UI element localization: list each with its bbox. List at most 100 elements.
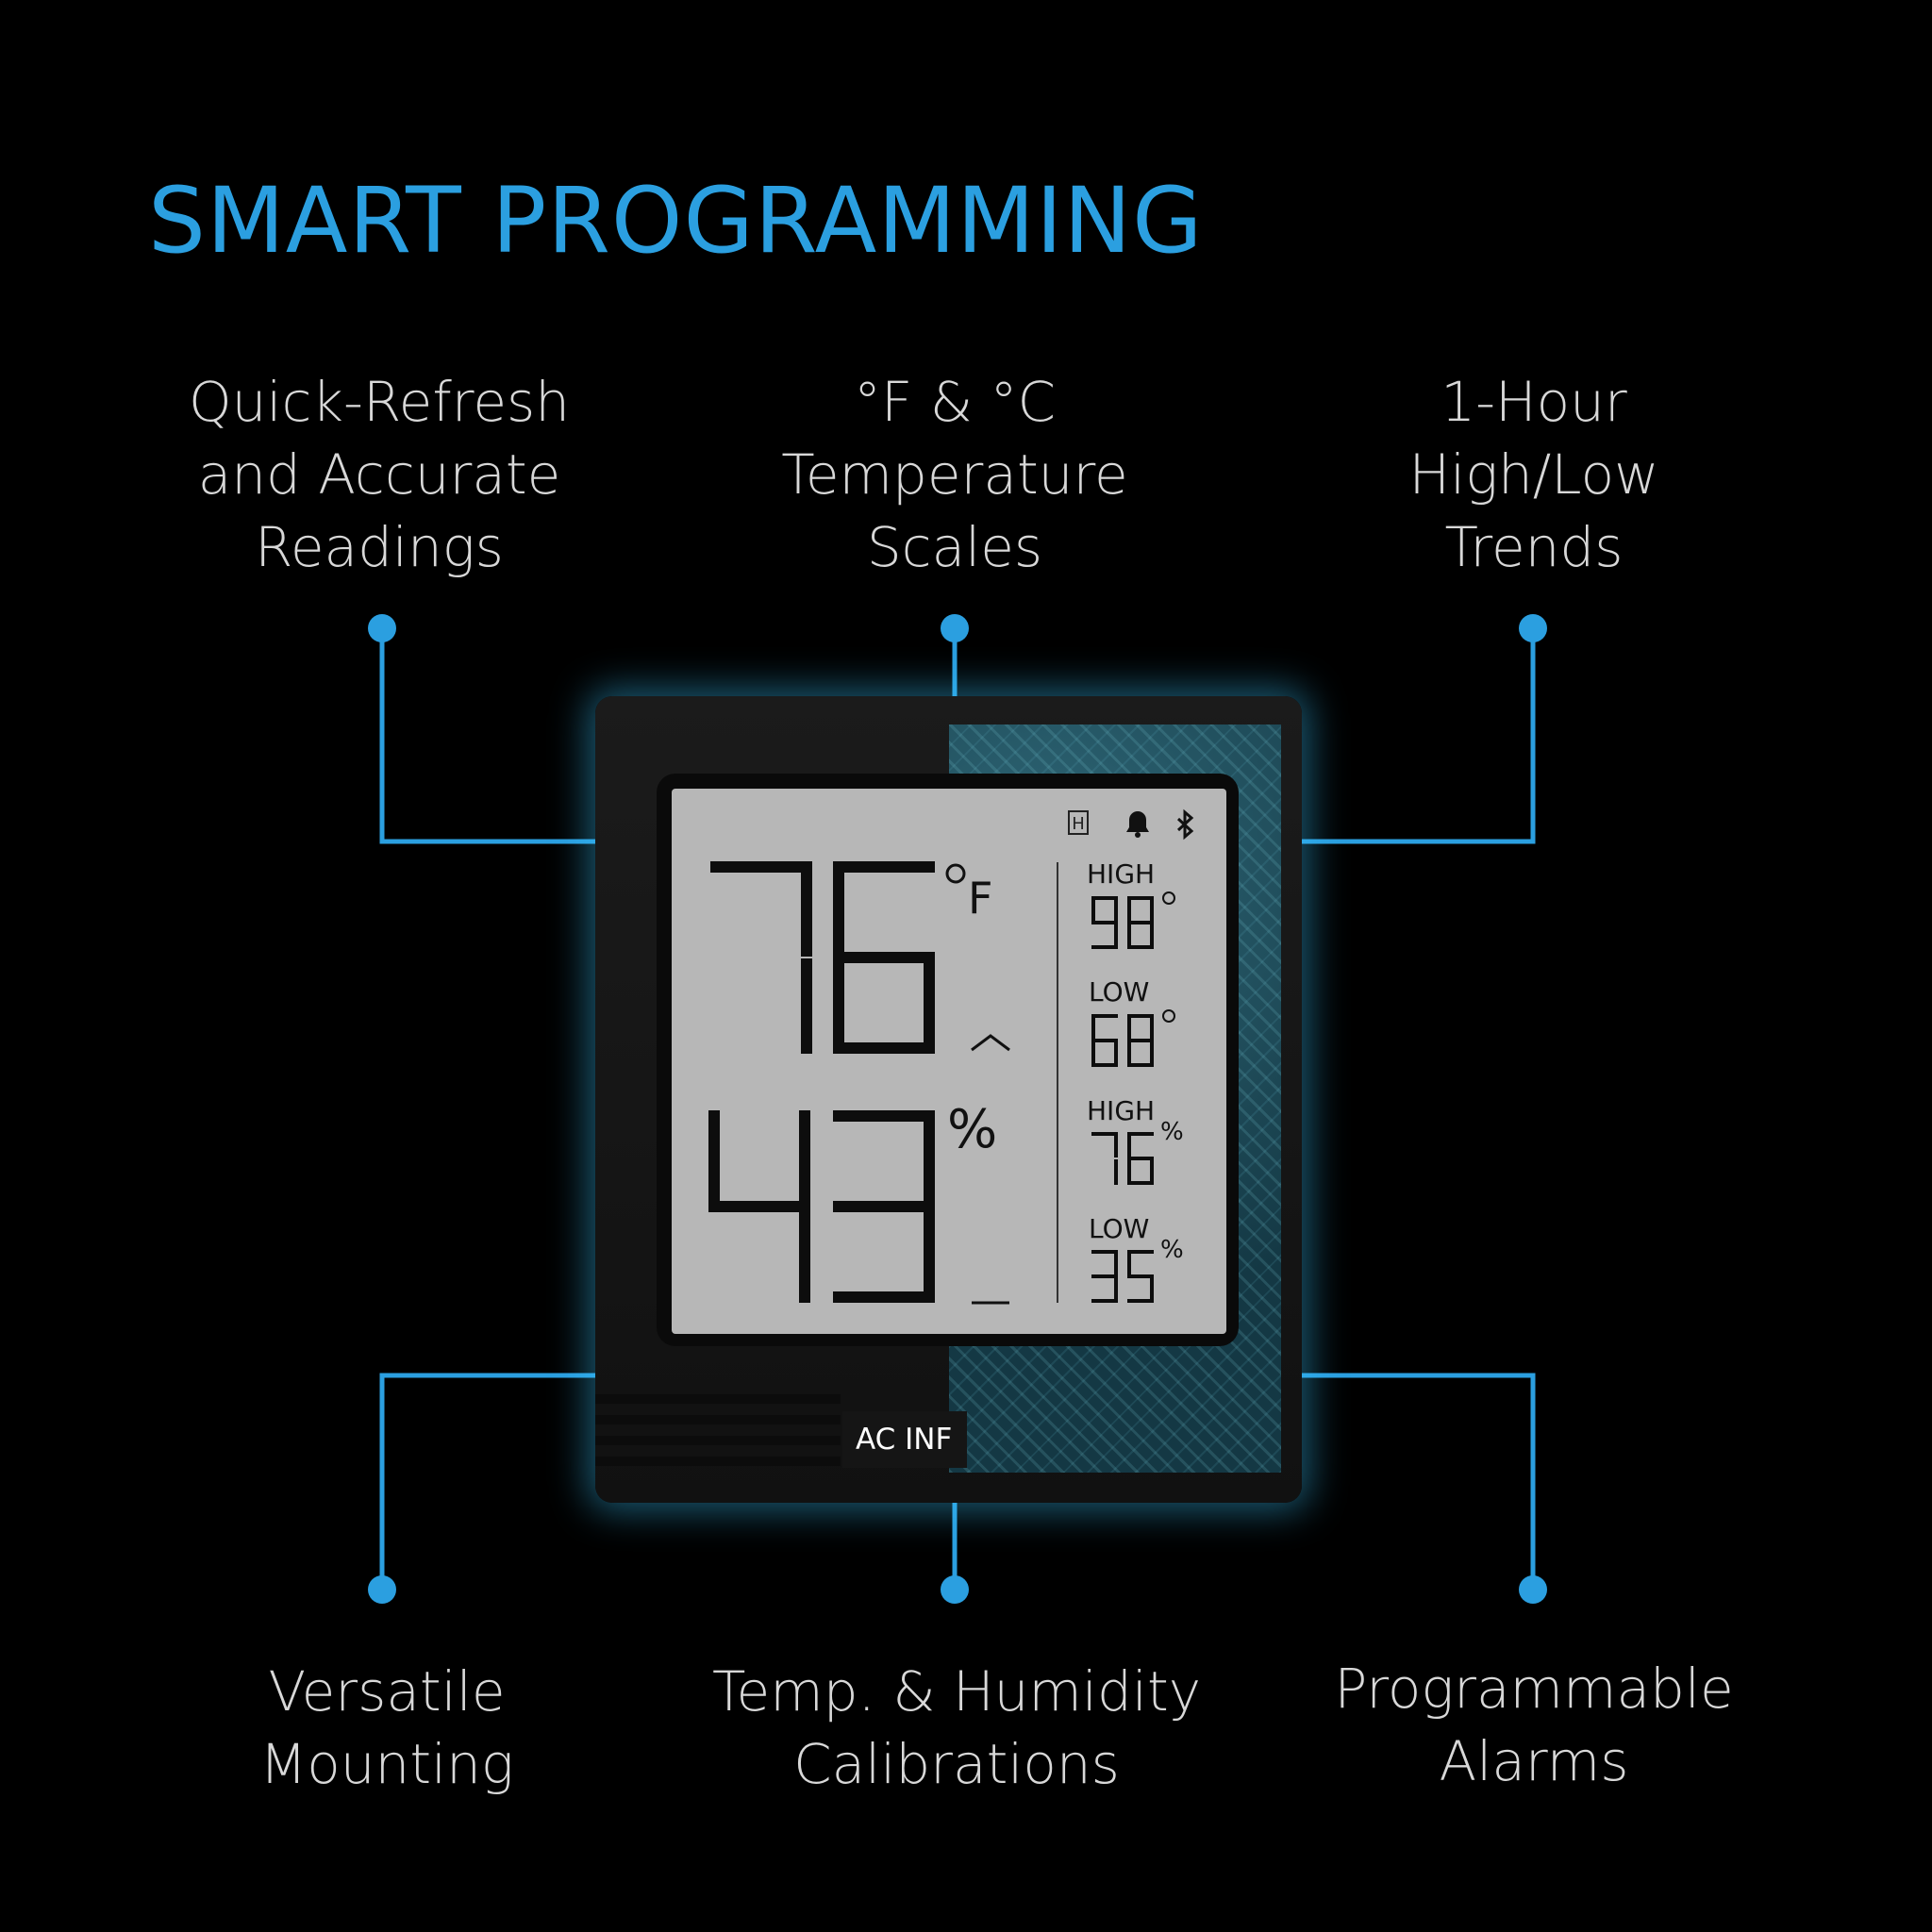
temp-high-digit-segment xyxy=(1127,945,1154,949)
hum-high-digit-segment xyxy=(1127,1159,1131,1185)
feature-line: and Accurate xyxy=(197,442,561,507)
page-title: SMART PROGRAMMING xyxy=(148,168,1204,274)
hum-low-unit: % xyxy=(1160,1236,1184,1264)
temp-low-digit-segment xyxy=(1127,1039,1154,1042)
callout-dot xyxy=(368,614,396,642)
feature-line: Alarms xyxy=(1439,1729,1629,1793)
feature-line: Programmable xyxy=(1334,1657,1734,1721)
hold-icon: H xyxy=(1068,810,1089,835)
temp-high-digit-segment xyxy=(1091,921,1118,924)
temp-low-digit-segment xyxy=(1091,1014,1095,1040)
humidity-digit-segment xyxy=(708,1110,720,1206)
temp-low-digit-segment xyxy=(1091,1039,1118,1042)
callout-dot xyxy=(1519,1575,1547,1604)
vent-slot xyxy=(595,1415,841,1424)
feature-programmable-alarms: Programmable Alarms xyxy=(1270,1653,1798,1798)
brand-logo: AC INF xyxy=(842,1411,967,1468)
alarm-bell-icon xyxy=(1126,811,1149,838)
temp-high-digit-segment xyxy=(1127,924,1131,949)
hum-high-unit: % xyxy=(1160,1118,1184,1146)
hum-high-digit-segment xyxy=(1127,1132,1154,1136)
humidity-digit-segment xyxy=(799,1110,810,1206)
callout-dot xyxy=(941,614,969,642)
hum-high-digit-segment xyxy=(1150,1159,1154,1185)
temp-low-label: LOW xyxy=(1089,976,1149,1008)
feature-line: 1-Hour xyxy=(1441,370,1627,434)
temp-low-digit-segment xyxy=(1091,1041,1095,1067)
temp-low-digit-segment xyxy=(1150,1014,1154,1040)
temperature-digit-segment xyxy=(833,958,844,1054)
humidity-digit-segment xyxy=(924,1110,935,1206)
temp-high-label: HIGH xyxy=(1087,858,1155,890)
humidity-digit-segment xyxy=(833,1291,935,1303)
humidity-digit-segment xyxy=(833,1110,935,1122)
lcd-screen: H F % HIGH LOW HIGH LOW xyxy=(672,789,1226,1334)
hum-low-digit-segment xyxy=(1127,1299,1154,1303)
lcd-frame: H F % HIGH LOW HIGH LOW xyxy=(657,774,1239,1346)
hum-low-label: LOW xyxy=(1089,1213,1149,1244)
feature-quick-refresh: Quick-Refresh and Accurate Readings xyxy=(115,366,643,584)
feature-line: Quick-Refresh xyxy=(189,370,570,434)
temp-high-digit-segment xyxy=(1091,896,1095,922)
temp-low-digit-segment xyxy=(1150,1041,1154,1067)
humidity-digit-segment xyxy=(924,1208,935,1303)
temp-low-digit-segment xyxy=(1127,1063,1154,1067)
thermo-hygrometer-device: AC INF H F % HIGH L xyxy=(595,696,1302,1503)
temp-high-digit-segment xyxy=(1114,896,1118,922)
lcd-segments: H F % HIGH LOW HIGH LOW xyxy=(708,808,1194,1305)
feature-line: Calibrations xyxy=(793,1732,1120,1796)
temp-low-digit-segment xyxy=(1127,1014,1131,1040)
temperature-digit-segment xyxy=(801,958,812,1054)
hum-low-digit-segment xyxy=(1091,1250,1118,1254)
temperature-digit-segment xyxy=(833,861,935,873)
feature-line: Temperature xyxy=(781,442,1128,507)
feature-high-low-trends: 1-Hour High/Low Trends xyxy=(1270,366,1798,584)
feature-line: Scales xyxy=(866,515,1043,579)
temperature-digit-segment xyxy=(710,861,812,873)
hum-high-digit-segment xyxy=(1091,1132,1118,1136)
degree-symbol xyxy=(1162,891,1175,905)
temp-low-digit-segment xyxy=(1091,1014,1118,1018)
temperature-digit-segment xyxy=(833,861,844,957)
callout-dot xyxy=(1519,614,1547,642)
temp-low-digit-segment xyxy=(1127,1041,1131,1067)
temp-high-digit-segment xyxy=(1114,924,1118,949)
degree-symbol xyxy=(1162,1009,1175,1023)
temp-high-digit-segment xyxy=(1150,924,1154,949)
feature-line: Mounting xyxy=(259,1732,514,1796)
callout-line xyxy=(379,1373,595,1590)
temperature-digit-segment xyxy=(924,958,935,1054)
temp-high-digit-segment xyxy=(1127,896,1154,900)
temp-high-digit-segment xyxy=(1091,896,1118,900)
hold-label: H xyxy=(1072,814,1085,834)
hum-high-digit-segment xyxy=(1127,1181,1154,1185)
temperature-digit-segment xyxy=(833,1042,935,1054)
feature-line: Temp. & Humidity xyxy=(711,1659,1202,1724)
hum-high-digit-segment xyxy=(1114,1132,1118,1158)
humidity-unit: % xyxy=(947,1099,997,1160)
temp-low-digit-segment xyxy=(1114,1041,1118,1067)
callout-dot xyxy=(941,1575,969,1604)
hum-low-digit-segment xyxy=(1091,1274,1118,1278)
feature-line: High/Low xyxy=(1408,442,1659,507)
feature-line: °F & °C xyxy=(854,370,1056,434)
temperature-digit-segment xyxy=(833,952,935,963)
hum-low-digit-segment xyxy=(1150,1277,1154,1303)
temp-low-digit-segment xyxy=(1091,1063,1118,1067)
hum-low-digit-segment xyxy=(1114,1277,1118,1303)
hum-low-digit-segment xyxy=(1127,1250,1154,1254)
feature-temperature-scales: °F & °C Temperature Scales xyxy=(691,366,1219,584)
callout-dot xyxy=(368,1575,396,1604)
vent-slot xyxy=(595,1457,841,1466)
callout-line xyxy=(1302,628,1536,844)
humidity-digit-segment xyxy=(833,1201,935,1212)
degree-symbol xyxy=(945,863,966,884)
temp-low-digit-segment xyxy=(1127,1014,1154,1018)
hum-high-digit-segment xyxy=(1114,1159,1118,1185)
feature-line: Versatile xyxy=(268,1659,506,1724)
temp-high-digit-segment xyxy=(1150,896,1154,922)
hum-low-digit-segment xyxy=(1127,1274,1154,1278)
vent-slot xyxy=(595,1394,841,1404)
feature-calibrations: Temp. & Humidity Calibrations xyxy=(692,1656,1221,1801)
